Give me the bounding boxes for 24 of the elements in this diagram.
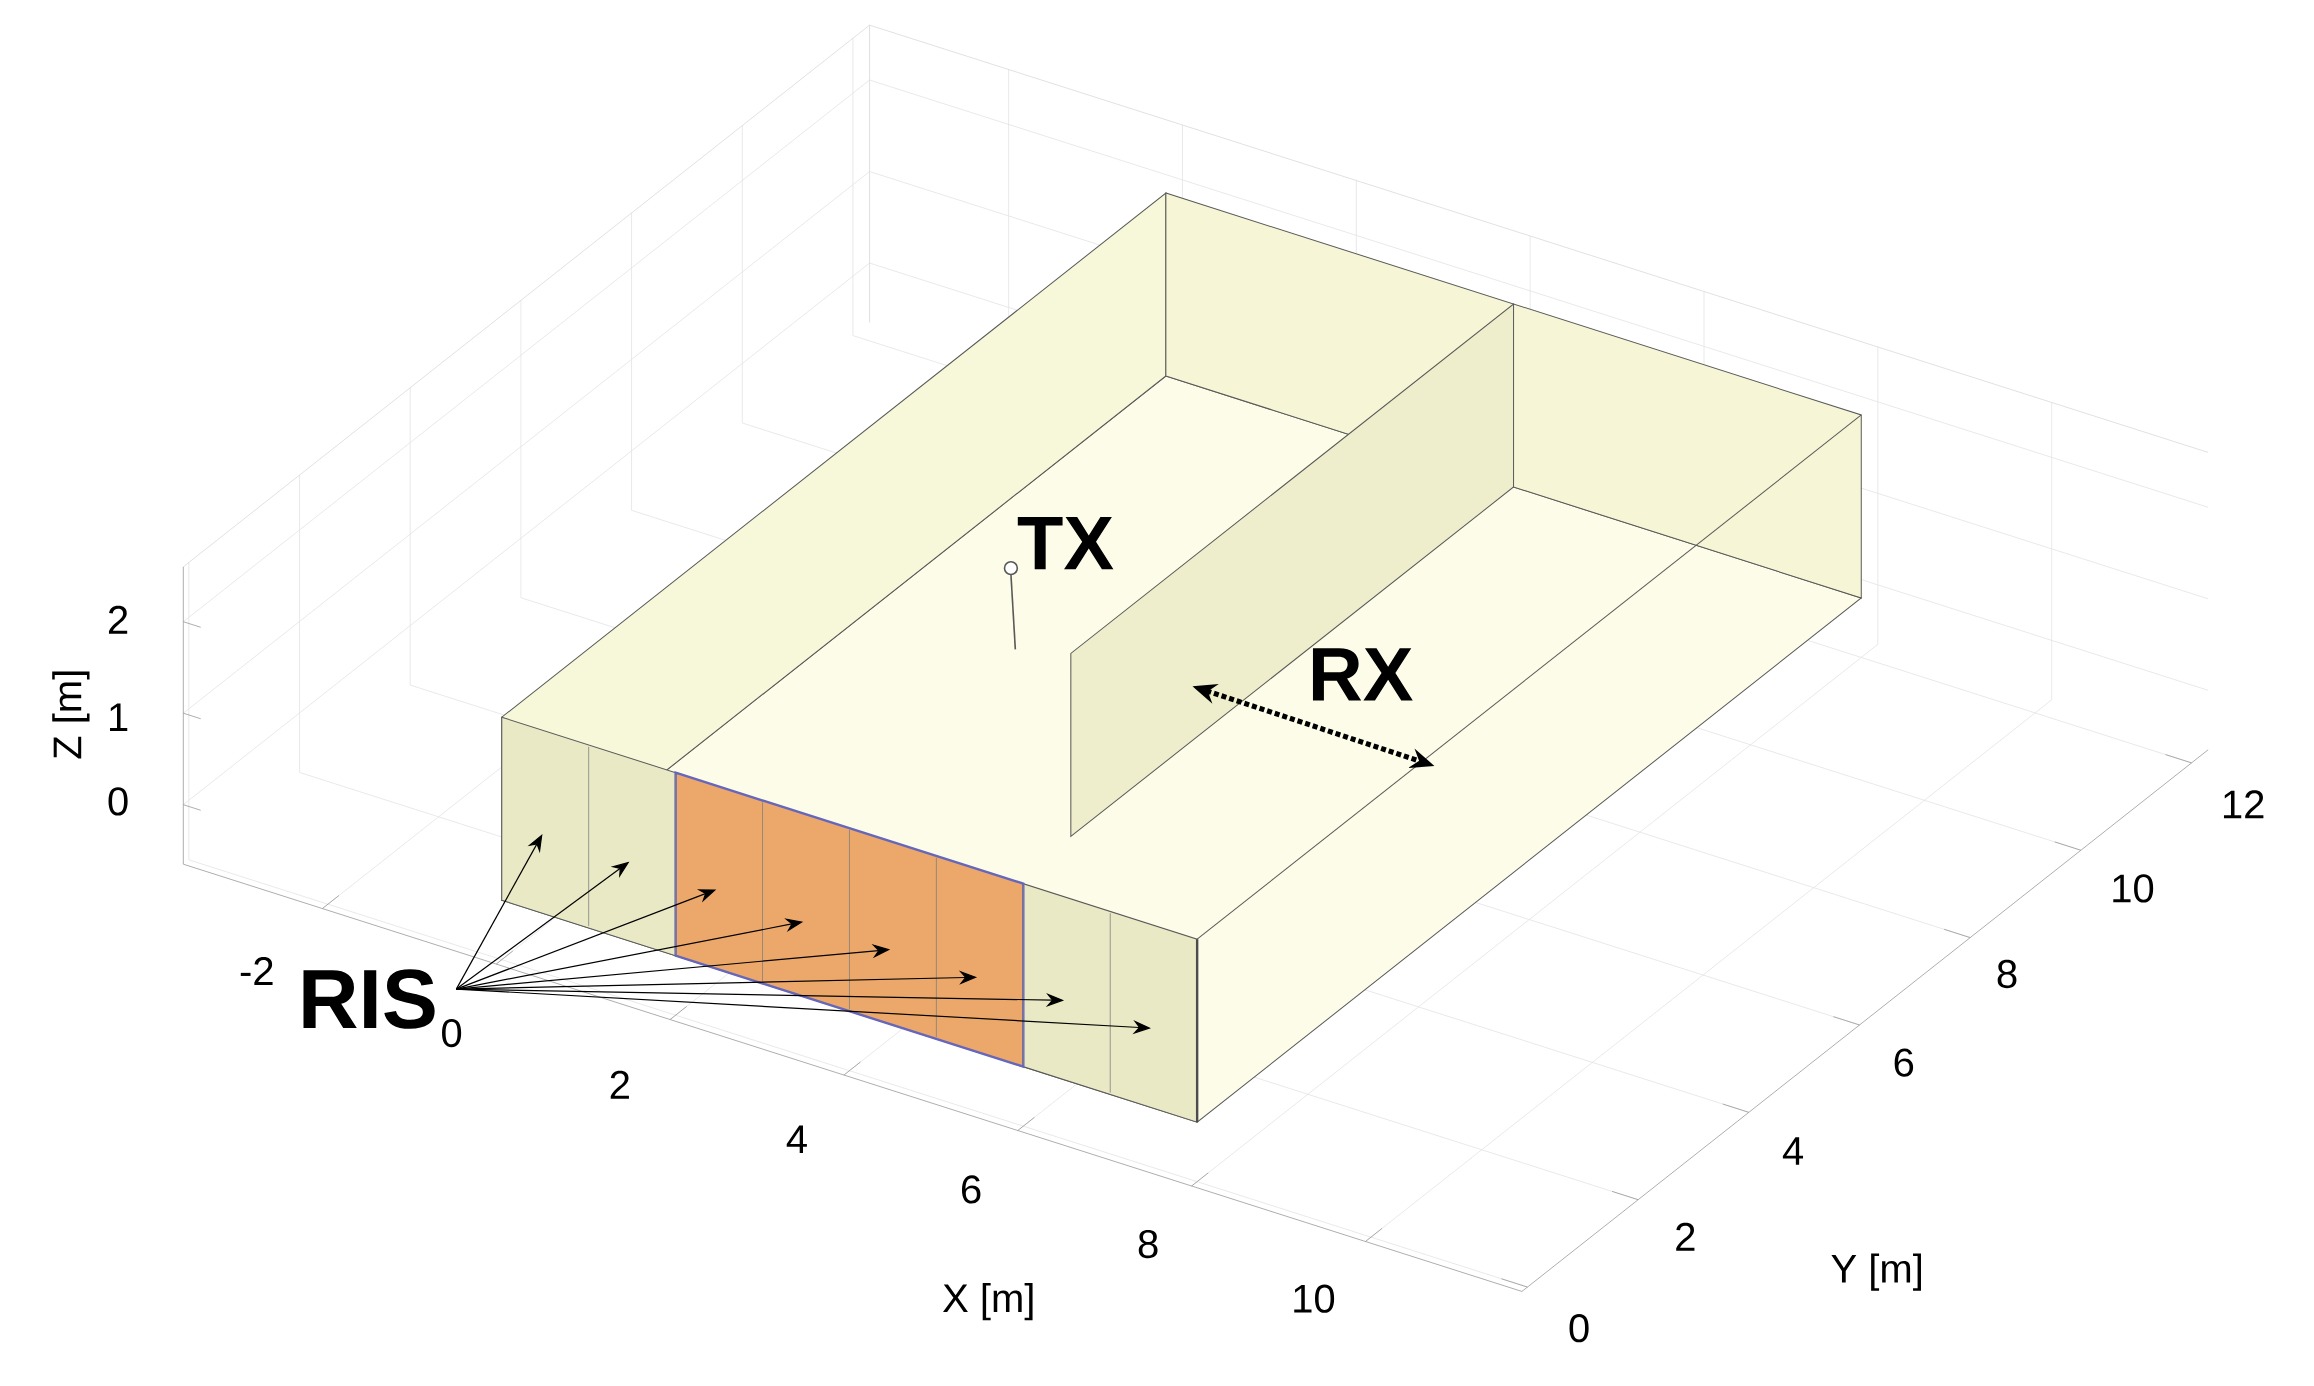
tick-label: 0 <box>108 787 128 816</box>
tick-label: 10 <box>1294 1284 1335 1313</box>
tick-label: 6 <box>962 1175 981 1204</box>
tick-label: 1 <box>110 703 128 732</box>
tick-label: 2 <box>1676 1222 1695 1251</box>
tick-label: 8 <box>1138 1230 1158 1259</box>
axis-label: Z [m] <box>52 671 90 759</box>
receiver-label: RX <box>1312 648 1413 701</box>
tick-label: 2 <box>108 606 128 634</box>
axis-label: X [m] <box>943 1283 1033 1321</box>
ris-label: RIS <box>303 969 435 1029</box>
tick-label: 4 <box>1782 1137 1804 1165</box>
tick-label: 0 <box>442 1019 462 1048</box>
ris-wall-drawing <box>501 716 1198 1123</box>
transmitter-label: TX <box>1017 517 1114 570</box>
tick-label: 12 <box>2223 790 2264 819</box>
tick-label: 8 <box>1997 960 2017 989</box>
tick-label: 2 <box>610 1070 629 1099</box>
ray-arrow <box>455 834 543 990</box>
tick-label: 10 <box>2113 874 2154 903</box>
tick-label: 0 <box>1569 1314 1589 1343</box>
axis-label: Y [m] <box>1831 1253 1921 1291</box>
tick-label: -2 <box>240 957 273 986</box>
tick-label: 6 <box>1894 1048 1914 1077</box>
